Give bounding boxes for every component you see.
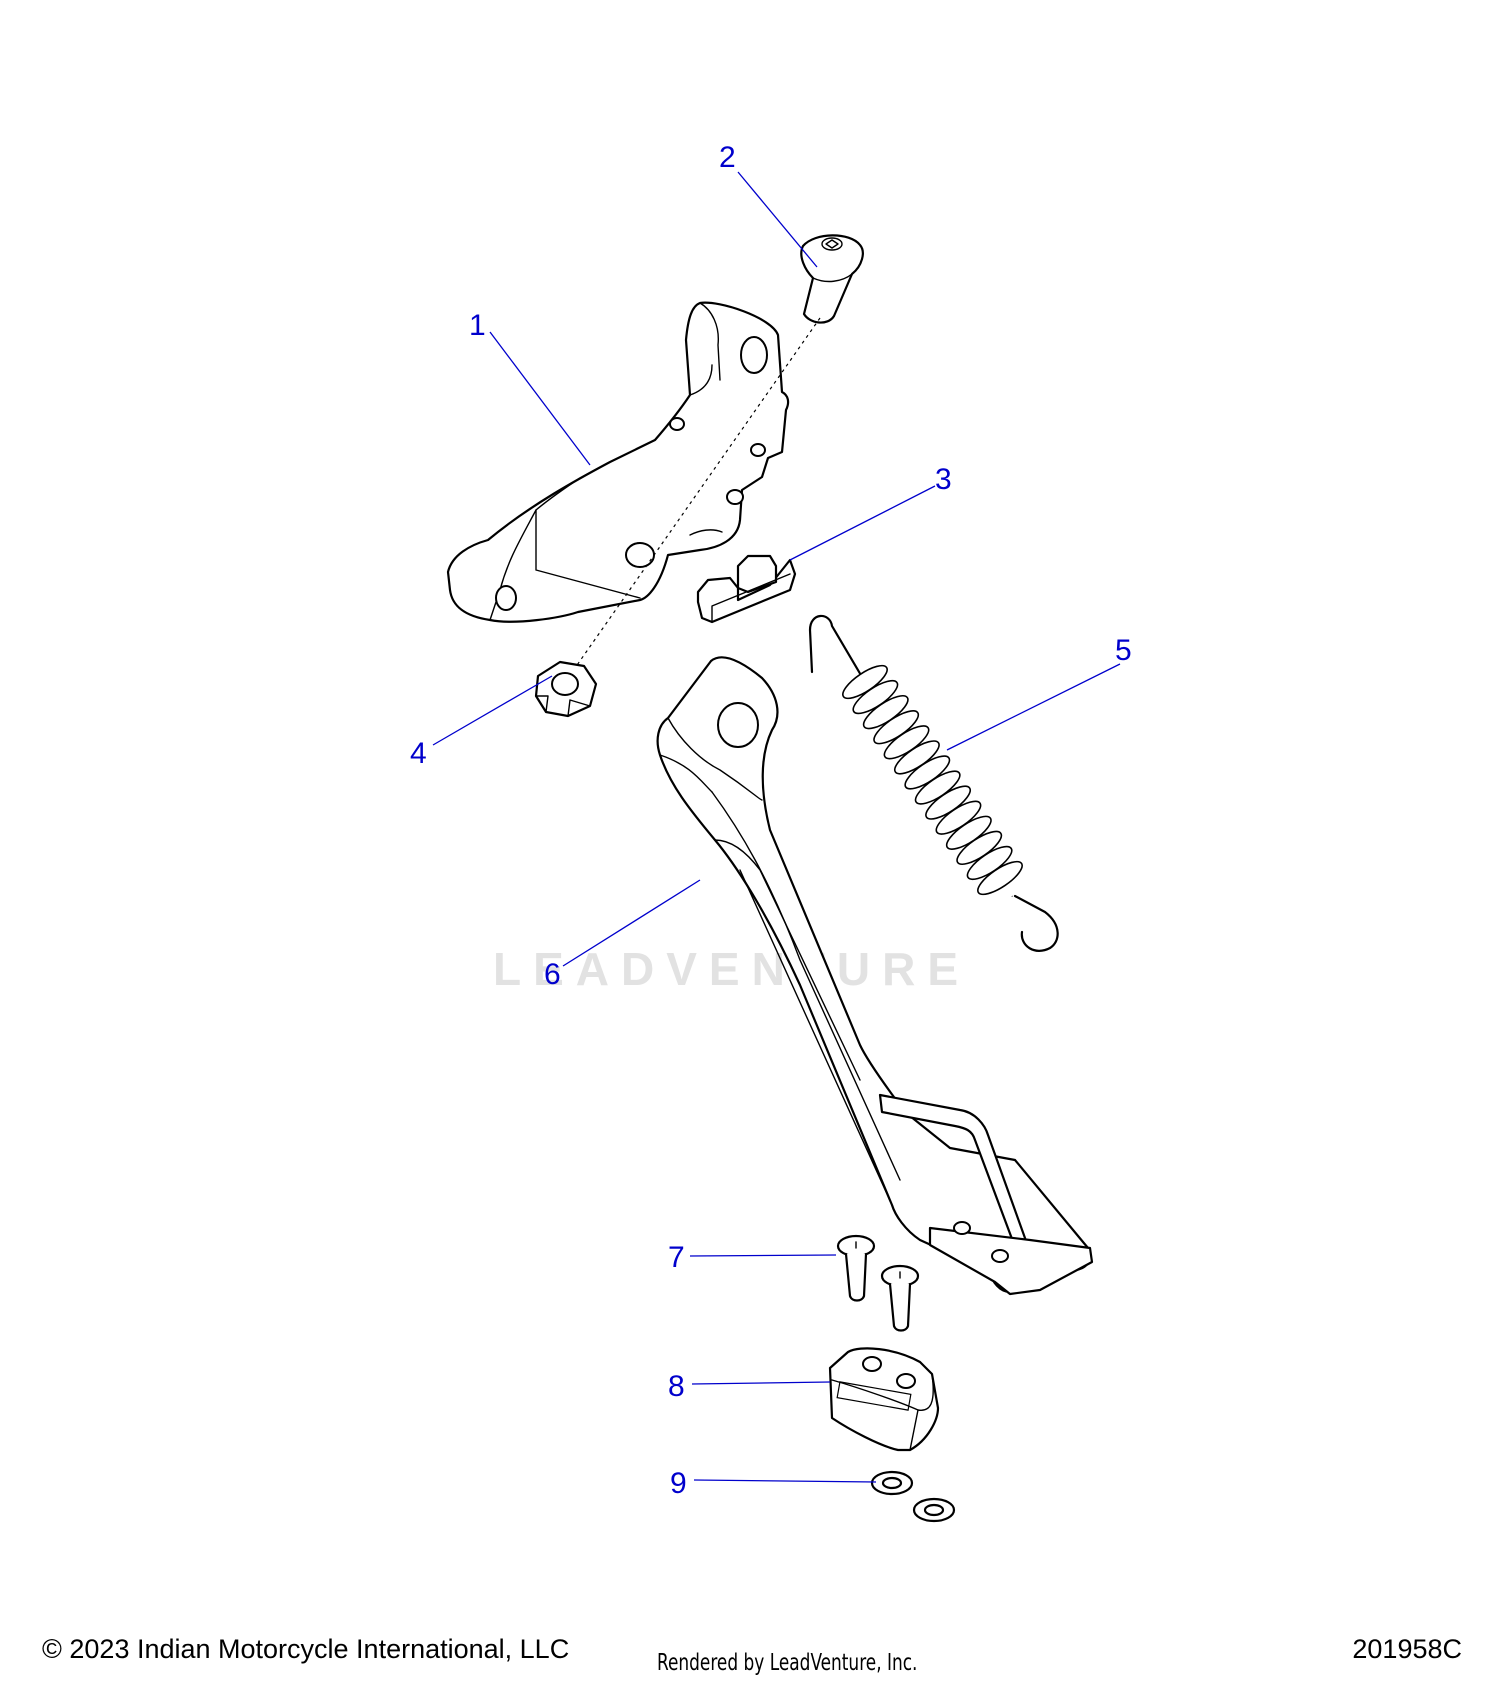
callout-7: 7 <box>668 1241 685 1274</box>
leader-lines <box>432 171 1121 1483</box>
alignment-dashed-line <box>574 317 821 669</box>
part-5-spring <box>808 614 1059 952</box>
spring-coil <box>977 860 1023 896</box>
callout-2: 2 <box>719 141 736 174</box>
part-7-rivets <box>836 1234 920 1332</box>
part-8-foot-pad <box>828 1347 940 1452</box>
copyright-text: © 2023 Indian Motorcycle International, … <box>42 1634 570 1664</box>
rendered-by-text: Rendered by LeadVenture, Inc. <box>657 1650 918 1676</box>
callout-3: 3 <box>935 463 952 496</box>
callout-numbers: 1 2 3 4 5 6 7 8 9 <box>410 141 1132 1500</box>
part-6-kickstand <box>656 656 1094 1296</box>
callout-9: 9 <box>670 1467 687 1500</box>
part-1-mounting-bracket <box>446 301 790 623</box>
callout-8: 8 <box>668 1370 685 1403</box>
callout-6: 6 <box>544 958 561 991</box>
watermark-text: LEADVENTURE <box>493 943 970 995</box>
part-3-clip <box>696 554 797 624</box>
callout-1: 1 <box>469 309 486 342</box>
part-4-hex-nut <box>534 660 598 718</box>
part-9-washers <box>870 1470 956 1523</box>
part-2-bolt <box>800 234 864 324</box>
callout-5: 5 <box>1115 634 1132 667</box>
document-number: 201958C <box>1352 1634 1462 1664</box>
callout-4: 4 <box>410 737 427 770</box>
